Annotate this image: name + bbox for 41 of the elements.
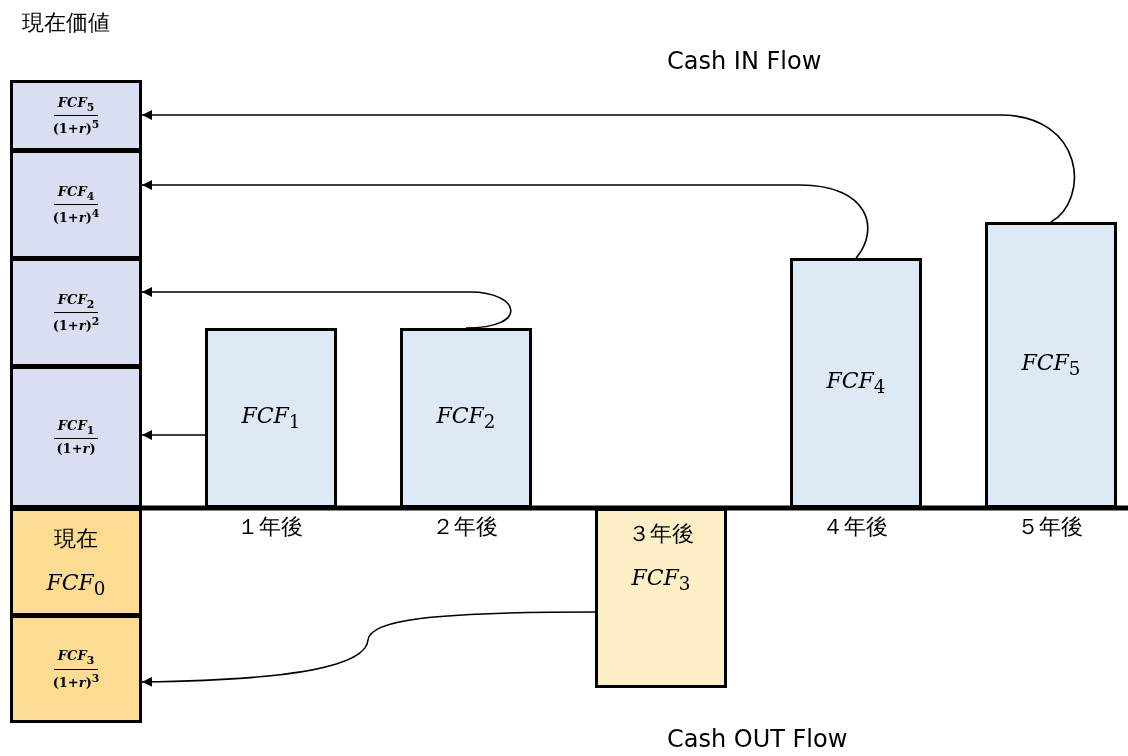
formula-numerator: FCF$_{1}$ [53, 417, 99, 440]
arrow [141, 110, 1076, 223]
formula-numerator: FCF$_{2}$ [53, 291, 99, 314]
formula-numerator: FCF$_{5}$ [53, 94, 99, 117]
time-label: ３年後 [628, 520, 694, 548]
formula: FCF$_{2}$ [436, 403, 496, 433]
present-value-box [10, 366, 142, 508]
time-label: １年後 [237, 513, 303, 541]
cash-flow-bar [400, 328, 532, 508]
present-value-box [10, 615, 142, 723]
formula-denominator: (1+r)$^{5}$ [52, 117, 100, 137]
time-label: 現在 [54, 525, 98, 554]
time-label: ５年後 [1017, 513, 1083, 541]
present-value-box [10, 508, 142, 616]
present-value-box [10, 80, 142, 151]
cash-flow-bar [985, 222, 1117, 508]
formula-denominator: (1+r)$^{3}$ [52, 670, 100, 690]
time-label: ４年後 [822, 513, 888, 541]
formula: FCF$_{3}$ [631, 565, 691, 595]
cash-flow-bar [205, 328, 337, 508]
formula-denominator: (1+r)$^{2}$ [52, 314, 100, 334]
cash-flow-bar [790, 258, 922, 508]
arrow [141, 287, 512, 329]
formula-denominator: (1+r) [56, 440, 96, 457]
formula-denominator: (1+r)$^{4}$ [52, 206, 100, 226]
present-value-box [10, 258, 142, 367]
time-label: ２年後 [432, 513, 498, 541]
formula: FCF$_{5}$ [1021, 350, 1081, 380]
arrow [141, 430, 206, 440]
present-value-box [10, 150, 142, 259]
flow-label: Cash OUT Flow [667, 725, 848, 753]
formula: FCF$_{4}$ [826, 368, 886, 398]
formula: FCF$_{1}$ [241, 403, 301, 433]
formula-numerator: FCF$_{4}$ [53, 183, 99, 206]
formula-numerator: FCF$_{3}$ [53, 648, 99, 670]
arrow [141, 180, 869, 259]
heading: 現在価値 [22, 9, 110, 37]
cash-flow-bar [595, 508, 727, 688]
formula: FCF$_{0}$ [46, 570, 106, 600]
flow-label: Cash IN Flow [667, 47, 822, 75]
arrow [141, 611, 596, 687]
